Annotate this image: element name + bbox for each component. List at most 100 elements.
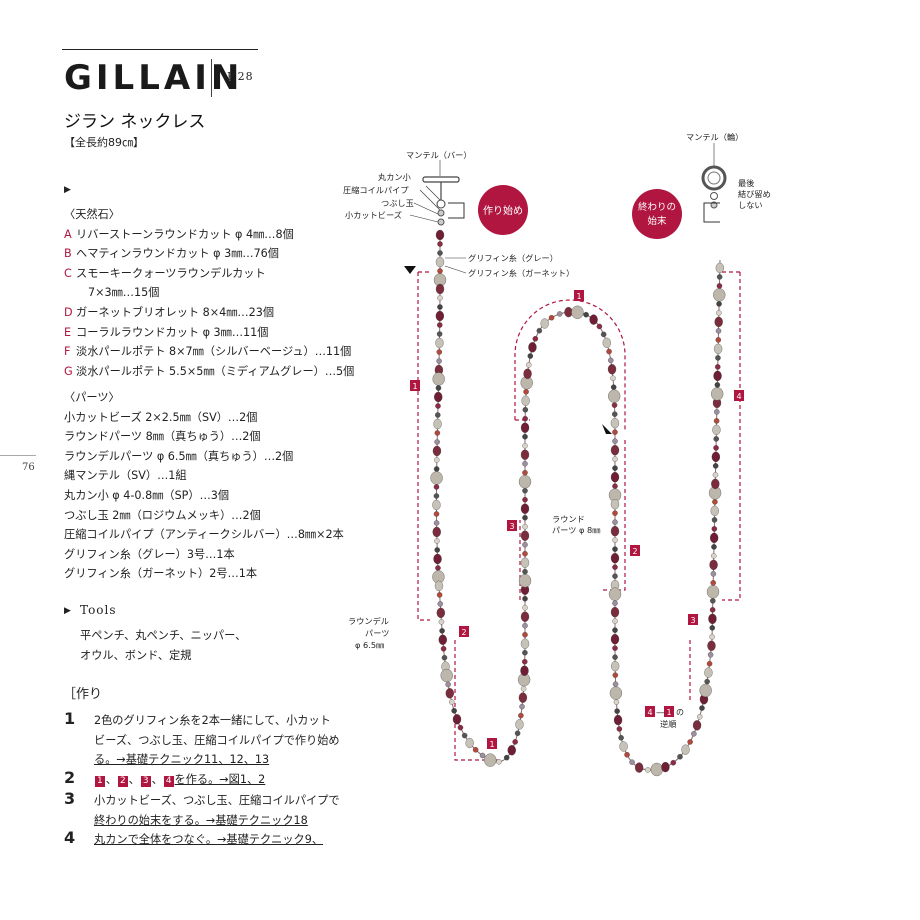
instructions-heading: ［作り bbox=[63, 687, 103, 702]
tools-line: 平ペンチ、丸ペンチ、ニッパー、 bbox=[80, 629, 247, 642]
bead bbox=[612, 600, 618, 606]
bead bbox=[716, 310, 722, 316]
part-item: 圧縮コイルパイプ（アンティークシルバー）…8㎜×2本 bbox=[64, 528, 344, 542]
bead bbox=[564, 306, 573, 318]
bead bbox=[435, 283, 445, 295]
bead bbox=[699, 683, 712, 698]
materials-triangle-icon: ▶ bbox=[64, 185, 71, 195]
label-griffin-garnet: グリフィン糸（ガーネット） bbox=[468, 268, 574, 278]
bead bbox=[512, 739, 518, 745]
bead bbox=[596, 323, 603, 330]
bead bbox=[612, 456, 618, 462]
bead bbox=[452, 714, 462, 725]
bead bbox=[525, 362, 532, 368]
bead bbox=[713, 370, 722, 382]
bead bbox=[439, 628, 445, 634]
header-rule bbox=[62, 49, 258, 50]
bead bbox=[606, 348, 612, 355]
bead bbox=[687, 739, 693, 745]
bead bbox=[449, 699, 455, 705]
tools-list: 平ペンチ、丸ペンチ、ニッパー、 オウル、ボンド、定規 bbox=[80, 626, 246, 665]
bead bbox=[520, 665, 529, 676]
bead bbox=[527, 353, 534, 359]
bead bbox=[710, 532, 719, 544]
section-badge-3-left: 3 bbox=[509, 522, 514, 531]
bead bbox=[515, 719, 524, 730]
bead bbox=[710, 598, 716, 604]
start-label: 作り始め bbox=[483, 204, 523, 217]
bead bbox=[522, 622, 528, 629]
bead bbox=[610, 526, 620, 537]
bead bbox=[704, 678, 710, 685]
bead bbox=[522, 649, 528, 656]
bead bbox=[434, 538, 440, 544]
bead bbox=[708, 613, 717, 624]
mantel-ring-icon bbox=[701, 165, 727, 209]
bead bbox=[613, 714, 623, 726]
section-badge: 4 bbox=[163, 776, 174, 787]
bead bbox=[522, 550, 528, 557]
bead bbox=[430, 471, 443, 485]
bead bbox=[523, 388, 529, 395]
bead bbox=[614, 708, 620, 714]
bead bbox=[583, 311, 589, 318]
bead bbox=[522, 523, 528, 530]
label-mantel-bar: マンテル（バー） bbox=[406, 150, 472, 160]
bead bbox=[436, 358, 442, 364]
arrow-icon bbox=[602, 424, 612, 434]
bead bbox=[692, 720, 702, 731]
bead bbox=[677, 753, 683, 760]
bead bbox=[479, 752, 486, 759]
bead bbox=[714, 382, 721, 388]
bead bbox=[715, 337, 722, 343]
brand-title: GILLAIN bbox=[64, 58, 244, 98]
bead bbox=[699, 705, 705, 711]
bead bbox=[435, 412, 441, 418]
bead bbox=[484, 753, 497, 767]
bead bbox=[711, 478, 720, 490]
bead bbox=[433, 418, 442, 430]
step-line: 終わりの始末をする。→基礎テクニック18 bbox=[94, 813, 308, 827]
bead bbox=[520, 611, 530, 622]
stone-item: 7×3㎜…15個 bbox=[88, 286, 160, 300]
label-griffin-gray: グリフィン糸（グレー） bbox=[468, 253, 558, 263]
section-badge: 3 bbox=[140, 776, 151, 787]
brand-separator bbox=[211, 59, 212, 97]
bead bbox=[629, 759, 635, 765]
bead bbox=[437, 241, 443, 247]
label-coil-pipe: 圧縮コイルパイプ bbox=[343, 185, 409, 195]
bead bbox=[612, 564, 618, 570]
step-line: を作る。→図1、2 bbox=[174, 773, 266, 786]
product-title: ジラン ネックレス bbox=[64, 112, 206, 132]
bead bbox=[437, 322, 443, 328]
bead bbox=[438, 619, 445, 625]
bead bbox=[432, 526, 441, 538]
step-line: ビーズ、つぶし玉、圧縮コイルパイプで作り始め bbox=[94, 733, 340, 747]
bead bbox=[707, 640, 716, 651]
bead bbox=[710, 505, 719, 517]
bead bbox=[522, 487, 528, 494]
bead bbox=[523, 368, 532, 379]
bead bbox=[710, 571, 717, 577]
bead bbox=[520, 685, 527, 692]
bead bbox=[610, 384, 617, 390]
bead bbox=[612, 537, 618, 543]
bead bbox=[715, 355, 721, 361]
section-badge-1-top: 1 bbox=[576, 292, 581, 301]
bead bbox=[635, 762, 644, 773]
bead bbox=[645, 767, 651, 773]
bead bbox=[472, 746, 479, 753]
bead bbox=[612, 429, 618, 435]
step-line: 小カットビーズ、つぶし玉、圧縮コイルパイプで bbox=[94, 794, 340, 807]
bead bbox=[445, 688, 454, 699]
bead bbox=[451, 707, 457, 714]
bead bbox=[712, 499, 718, 505]
bead bbox=[532, 336, 539, 342]
label-small-cut-beads: 小カットビーズ bbox=[345, 210, 402, 220]
side-rule bbox=[0, 455, 36, 456]
label-rondelle-3: φ 6.5㎜ bbox=[355, 640, 384, 650]
section-badge-1-left: 1 bbox=[412, 382, 417, 391]
bead bbox=[612, 519, 618, 525]
